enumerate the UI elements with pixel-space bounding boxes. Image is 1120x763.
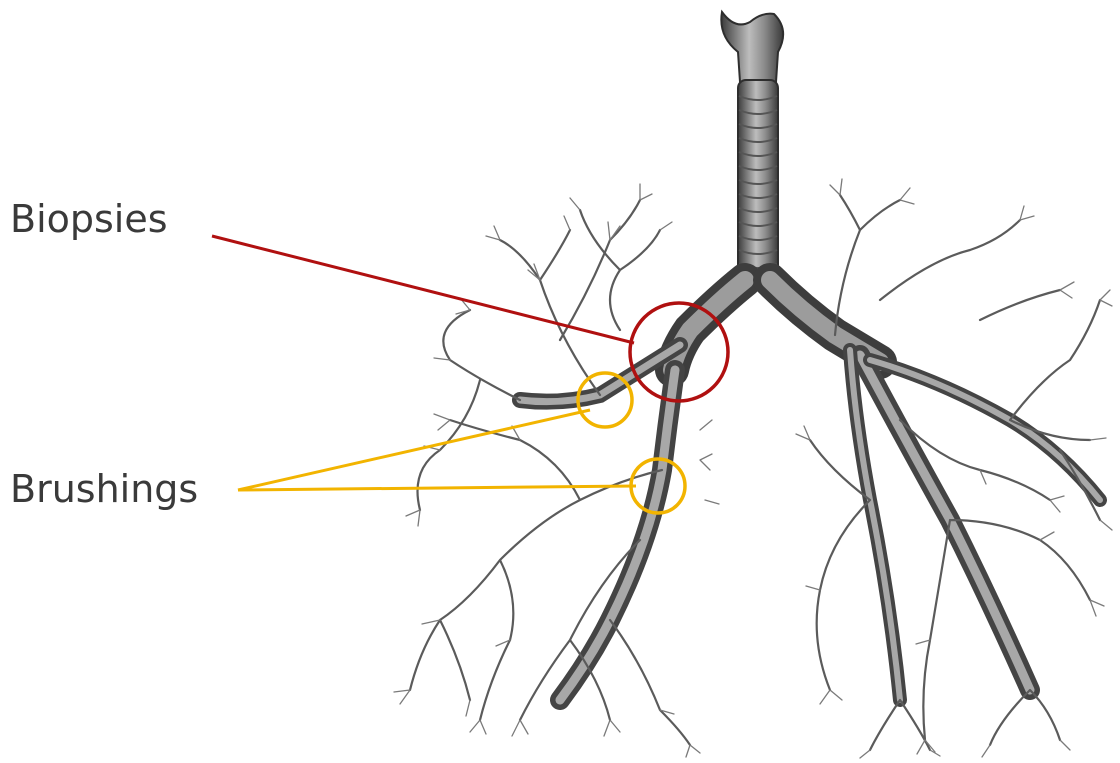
biopsies-callout [212,236,728,401]
brushings-label: Brushings [10,470,198,508]
brushings-callout [238,373,685,513]
biopsies-label: Biopsies [10,200,168,238]
biopsies-leader-line [212,236,634,343]
right-lung-branches [810,195,1100,750]
main-bronchi [520,280,1100,700]
brushings-leader-line-lower [238,486,636,490]
trachea [721,12,783,285]
left-lung-branches [410,200,690,745]
